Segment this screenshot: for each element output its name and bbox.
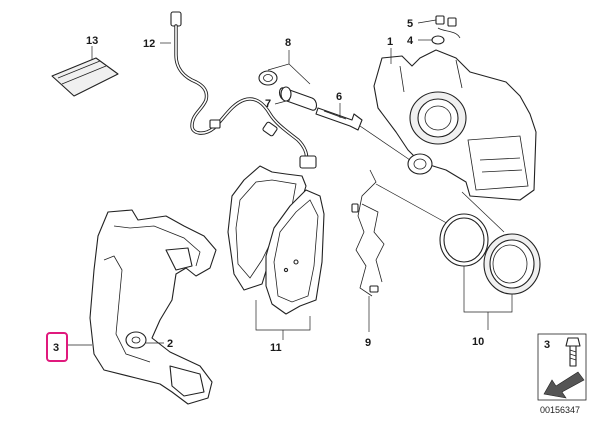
part-1-caliper-housing[interactable] xyxy=(373,49,537,201)
leader-8 xyxy=(267,50,290,71)
label-10[interactable]: 10 xyxy=(472,336,484,348)
part-8-guide-sleeve[interactable] xyxy=(258,70,318,111)
document-id: 00156347 xyxy=(540,405,580,415)
leader-5 xyxy=(417,19,437,24)
bolt-icon xyxy=(565,337,581,367)
legend-number: 3 xyxy=(544,339,550,351)
legend-panel: 3 xyxy=(537,333,587,401)
label-8[interactable]: 8 xyxy=(285,37,291,49)
part-6-guide-bolt[interactable] xyxy=(315,107,363,131)
label-11[interactable]: 11 xyxy=(270,342,282,354)
part-11-brake-pads[interactable] xyxy=(227,165,325,315)
part-13-grease-packet[interactable] xyxy=(51,57,119,97)
label-2[interactable]: 2 xyxy=(167,338,173,350)
label-4[interactable]: 4 xyxy=(407,35,414,47)
label-3[interactable]: 3 xyxy=(53,342,59,354)
part-4-bleeder-cap[interactable] xyxy=(431,35,445,45)
label-9[interactable]: 9 xyxy=(365,337,371,349)
label-5[interactable]: 5 xyxy=(407,18,413,30)
highlight-box xyxy=(46,332,68,362)
label-1[interactable]: 1 xyxy=(387,36,393,48)
part-3-caliper-carrier[interactable] xyxy=(89,209,217,405)
part-5-bleeder-screw[interactable] xyxy=(435,15,461,39)
arrow-icon xyxy=(543,371,585,399)
part-12-wear-sensor[interactable] xyxy=(170,11,317,169)
label-7[interactable]: 7 xyxy=(265,98,271,110)
label-13[interactable]: 13 xyxy=(86,35,98,47)
leader-7 xyxy=(274,99,291,105)
part-9-anti-rattle-spring[interactable] xyxy=(351,169,385,297)
label-12[interactable]: 12 xyxy=(143,38,155,50)
part-10-seal-rings[interactable] xyxy=(439,213,541,295)
label-6[interactable]: 6 xyxy=(336,91,342,103)
